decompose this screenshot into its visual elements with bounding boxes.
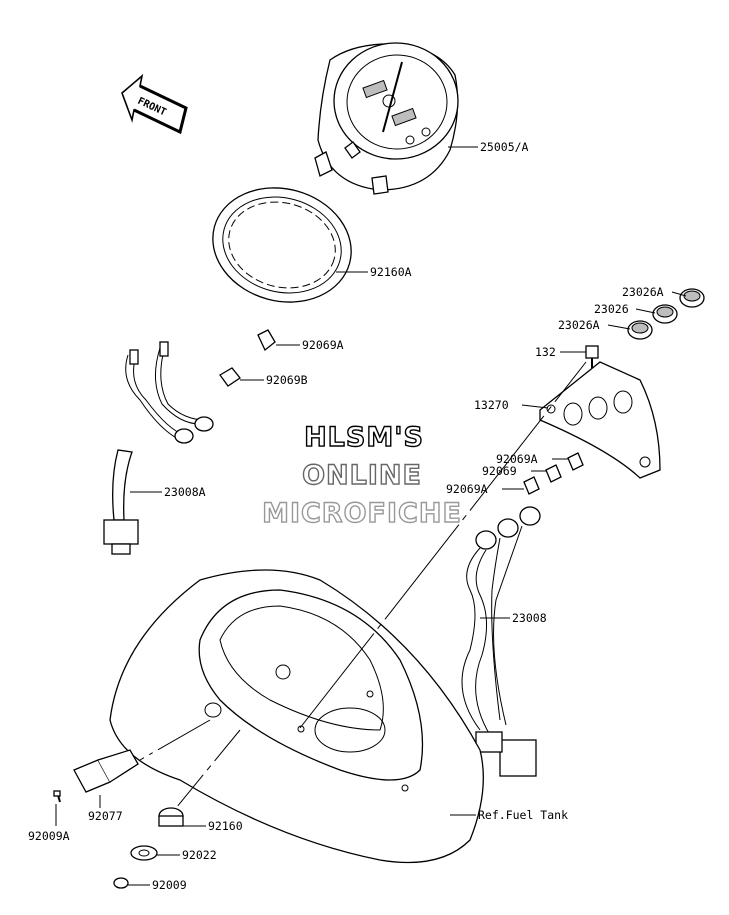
callout-23026a-top: 23026A: [622, 285, 664, 299]
bulb-socket-92069b-part: [219, 367, 241, 387]
watermark-line-1: HLSM'S: [304, 422, 424, 453]
callout-92069b: 92069B: [266, 373, 308, 387]
wiring-harness-23008-part: [461, 506, 541, 777]
callout-labels: 25005/A 92160A 92069A 92069B 23008A 2302…: [28, 140, 664, 892]
grommet-92160-part: [158, 807, 184, 827]
callout-23026a-bottom: 23026A: [558, 318, 600, 332]
washer-92022-part: [130, 845, 158, 861]
watermark-line-3: MICROFICHE: [262, 498, 462, 529]
wiring-harness-23008a-part: [103, 341, 214, 555]
bulb-92077-part: [73, 749, 139, 793]
bulb-23026a-top-part: [679, 288, 705, 308]
bulb-socket-92069a-part: [257, 329, 276, 352]
bulb-23026-part: [652, 304, 678, 324]
screw-92009a-part: [53, 790, 61, 803]
watermark: HLSM'S ONLINE MICROFICHE: [261, 421, 462, 529]
speedometer-part: [314, 42, 459, 195]
callout-23008: 23008: [512, 611, 547, 625]
watermark-line-2: ONLINE: [302, 460, 422, 491]
callout-92077: 92077: [88, 809, 123, 823]
bezel-ring-part: [212, 187, 352, 303]
callout-13270: 13270: [474, 398, 509, 412]
callout-23026: 23026: [594, 302, 629, 316]
callout-92160: 92160: [208, 819, 243, 833]
leader-lines: [55, 146, 687, 886]
bulb-socket-92069a-low-part: [523, 476, 540, 495]
callout-92069a-top: 92069A: [302, 338, 344, 352]
callout-ref-fuel-tank: Ref.Fuel Tank: [478, 808, 568, 822]
callout-92009a: 92009A: [28, 829, 70, 843]
callout-92160a: 92160A: [370, 265, 412, 279]
front-arrow-icon: FRONT: [121, 73, 188, 135]
callout-23008a: 23008A: [164, 485, 206, 499]
callout-92022: 92022: [182, 848, 217, 862]
callout-92069: 92069: [482, 464, 517, 478]
bulb-23026a-bottom-part: [627, 320, 653, 340]
bracket-13270-part: [539, 361, 661, 479]
callout-92009: 92009: [152, 878, 187, 892]
callout-132: 132: [535, 345, 556, 359]
callout-92069a-mid: 92069A: [496, 452, 538, 466]
bulb-socket-92069a-mid-part: [567, 452, 584, 471]
callout-25005a: 25005/A: [480, 140, 529, 154]
screw-92009-part: [113, 877, 129, 889]
meter-cover-part: [109, 569, 484, 864]
bulb-socket-92069-part: [545, 464, 562, 483]
callout-92069a-low: 92069A: [446, 482, 488, 496]
